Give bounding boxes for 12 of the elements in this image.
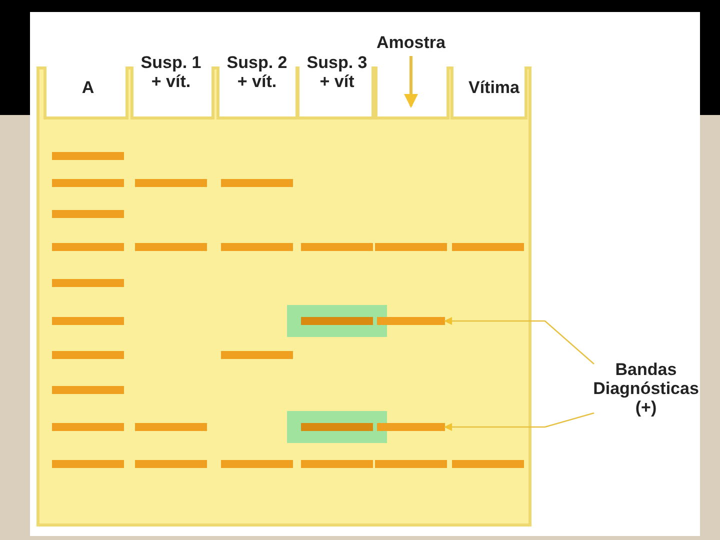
leader-line bbox=[444, 412, 594, 431]
lane-label: Susp. 2 + vít. bbox=[226, 53, 288, 91]
lane-label: Vítima bbox=[467, 78, 521, 97]
annotation-label: Bandas Diagnósticas (+) bbox=[586, 360, 706, 417]
lane-label: A bbox=[80, 78, 96, 97]
lane-label: Susp. 3 + vít bbox=[306, 53, 368, 91]
diagnostic-band bbox=[377, 423, 445, 431]
lane-label: Susp. 1 + vít. bbox=[140, 53, 202, 91]
leader-line bbox=[444, 317, 594, 364]
sample-label: Amostra bbox=[361, 33, 461, 52]
arrow bbox=[404, 56, 418, 108]
diagnostic-band bbox=[377, 317, 445, 325]
